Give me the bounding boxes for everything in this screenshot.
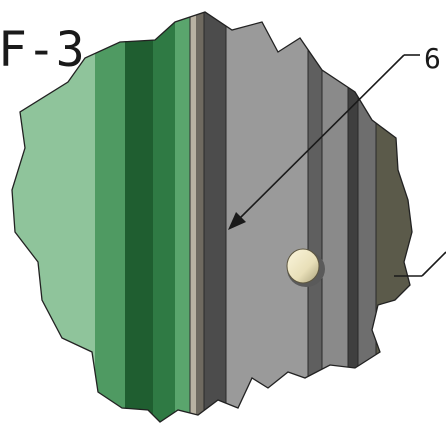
- green-strip-3: [175, 12, 190, 422]
- callout-6-leader: [237, 54, 420, 221]
- steel-edge-1: [190, 12, 196, 422]
- steel-lip: [322, 12, 348, 422]
- dark-green-strip: [125, 12, 153, 422]
- rivet-head: [286, 248, 320, 284]
- steel-dark-flange: [204, 12, 226, 422]
- callout-6-arrowhead: [228, 212, 246, 230]
- callout-secondary-leader: [394, 251, 446, 277]
- callout-6-label: 6: [424, 42, 441, 75]
- steel-lip-edge: [348, 12, 358, 422]
- green-strip-2: [153, 12, 175, 422]
- break-outline: [11, 11, 413, 423]
- view-label: F-3: [0, 22, 85, 78]
- steel-edge-2: [196, 12, 204, 422]
- steel-shadow-band: [308, 12, 322, 422]
- mid-green-strip: [95, 12, 125, 422]
- steel-outer: [358, 12, 376, 422]
